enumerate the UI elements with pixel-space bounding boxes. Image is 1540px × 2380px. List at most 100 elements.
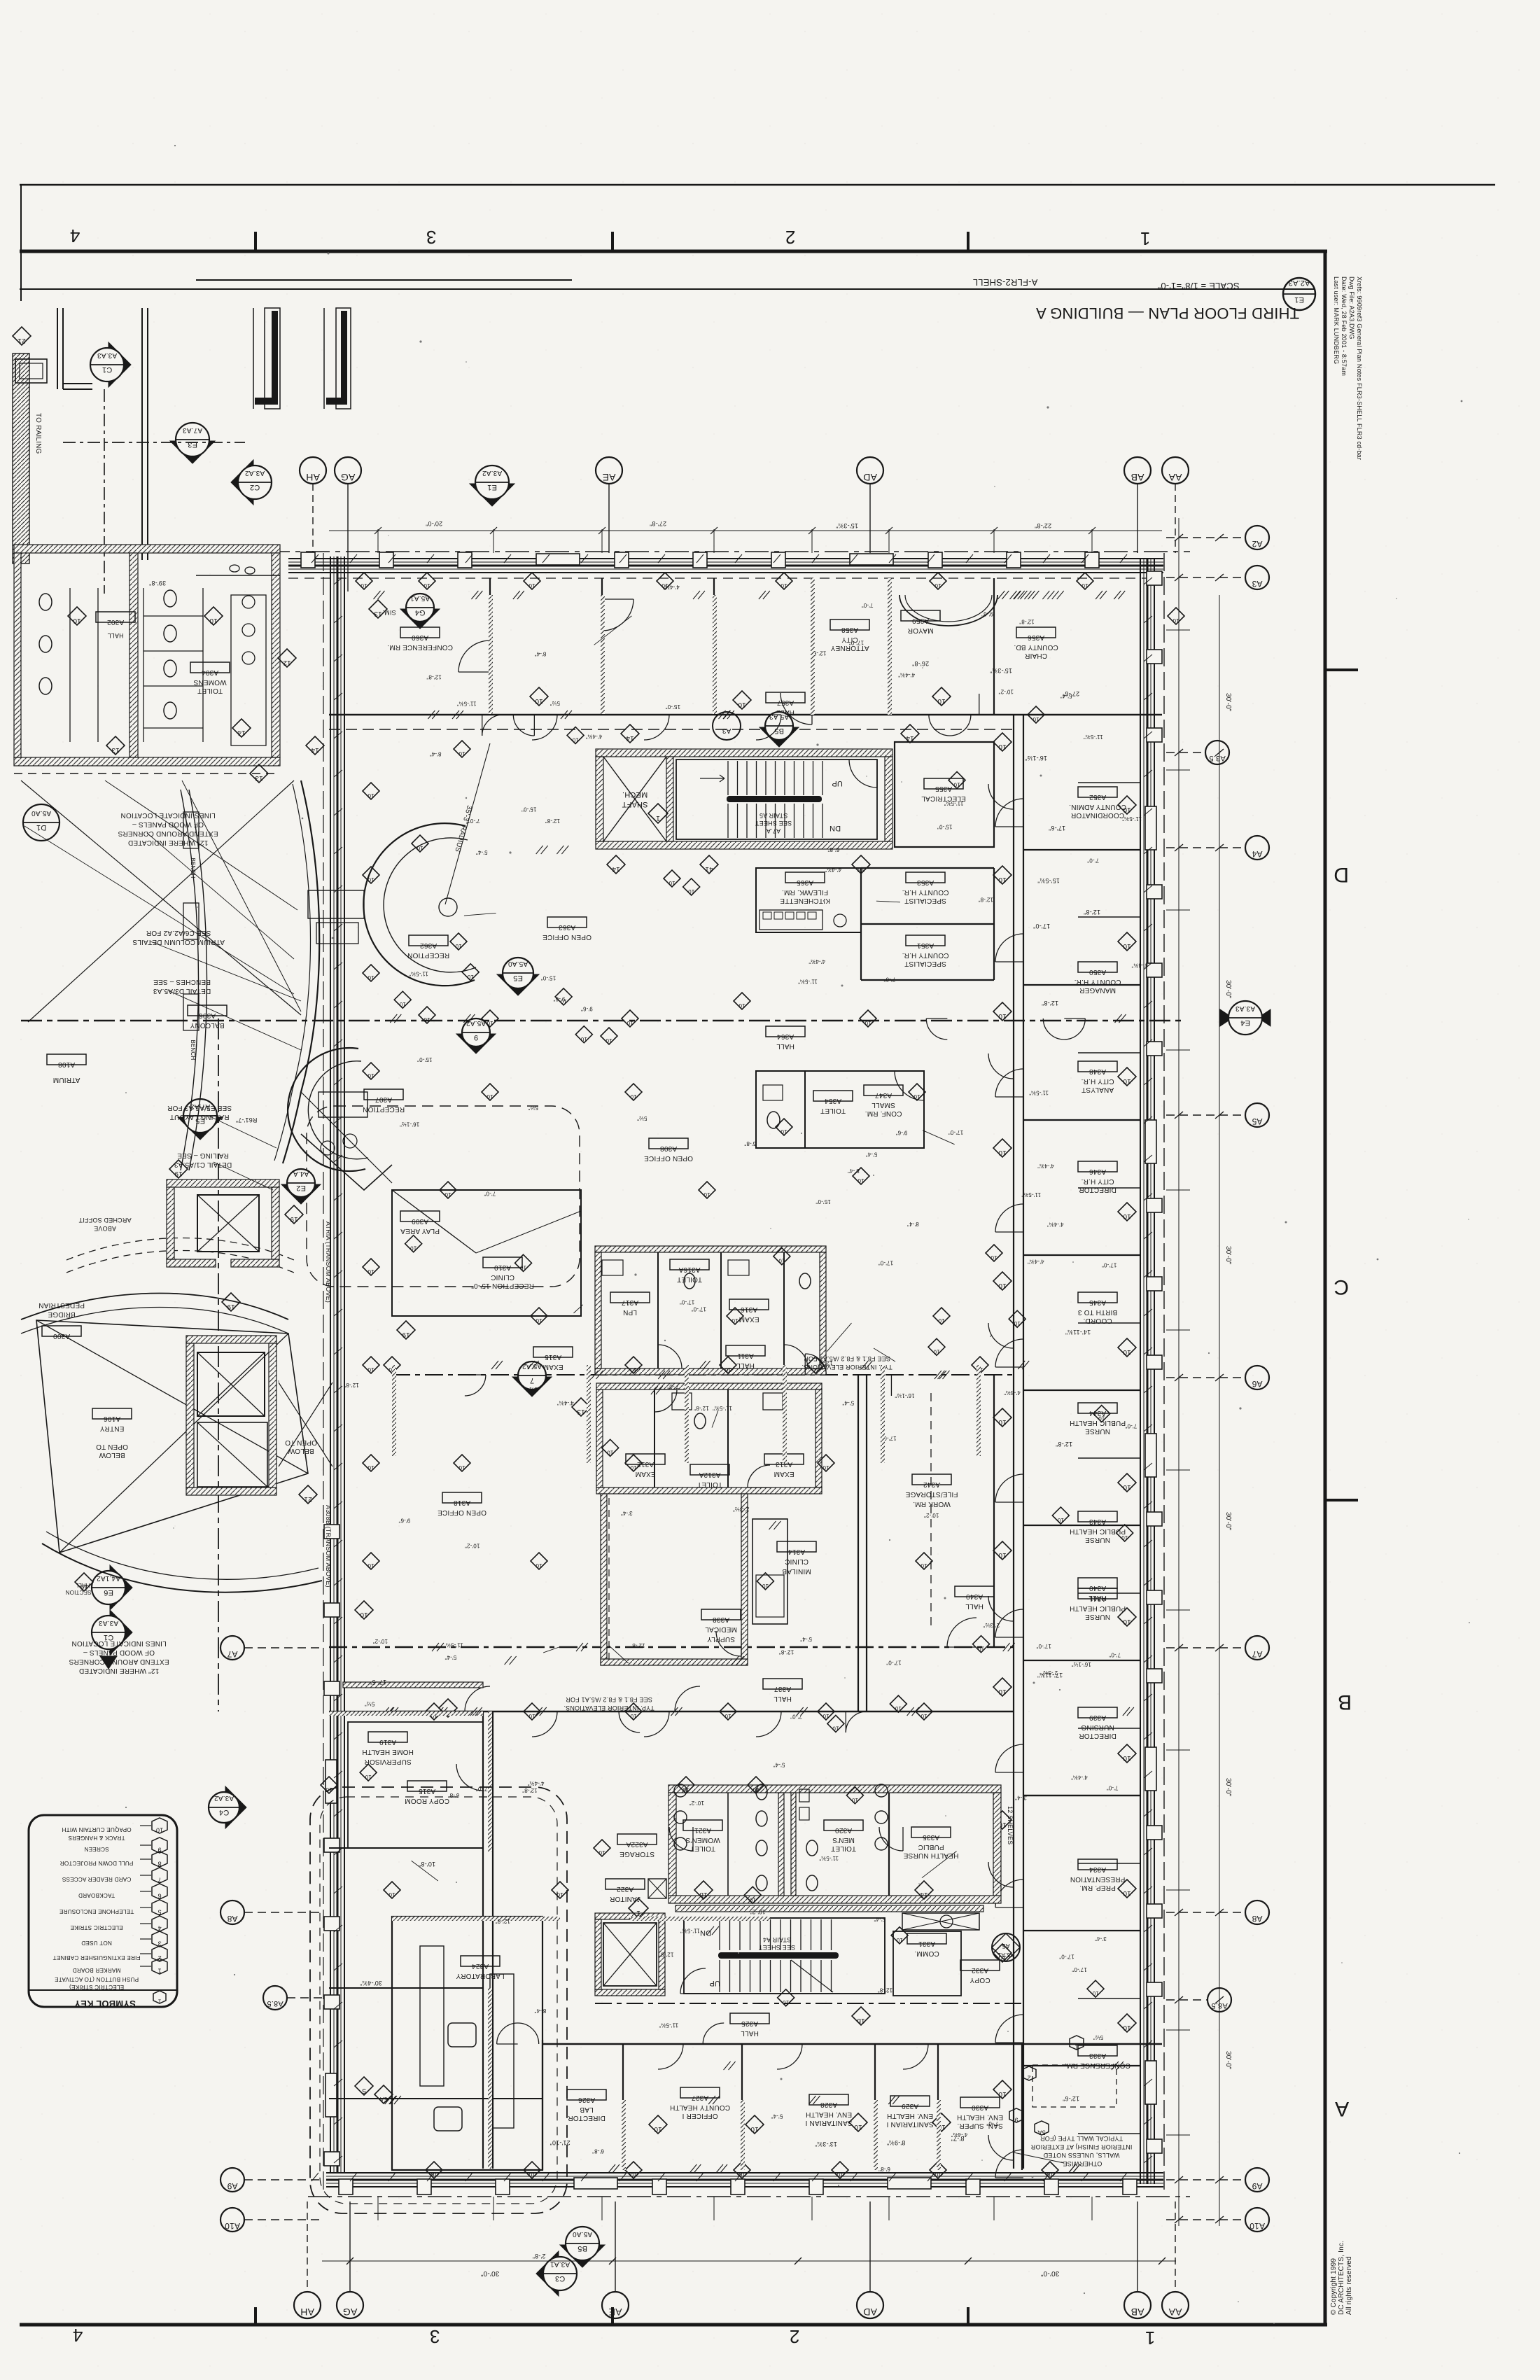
svg-text:8'-9¾": 8'-9¾" (887, 2139, 906, 2146)
svg-text:AE: AE (602, 472, 615, 483)
svg-text:HALL: HALL (774, 1695, 792, 1702)
svg-text:C: C (1334, 1275, 1349, 1298)
svg-text:5½": 5½" (527, 1386, 538, 1392)
svg-text:A339: A339 (1089, 1714, 1106, 1721)
svg-text:9'-6": 9'-6" (398, 1518, 410, 1524)
svg-text:E4: E4 (1240, 1018, 1250, 1027)
svg-text:7'-0": 7'-0" (790, 1714, 802, 1720)
svg-text:9'-6": 9'-6" (553, 995, 565, 1002)
svg-text:OPAQUE CURTAIN WITH: OPAQUE CURTAIN WITH (62, 1826, 131, 1833)
svg-text:10: 10 (998, 1821, 1007, 1828)
svg-text:10: 10 (1123, 942, 1131, 950)
svg-text:A-FLR2-SHELL: A-FLR2-SHELL (973, 277, 1038, 288)
svg-text:A4: A4 (1252, 849, 1262, 859)
svg-text:A338: A338 (713, 1616, 729, 1623)
svg-text:3'-4": 3'-4" (1095, 1935, 1107, 1942)
svg-text:COUNTY ADMIN.: COUNTY ADMIN. (1069, 803, 1126, 811)
svg-text:10: 10 (606, 1037, 612, 1044)
svg-text:4'-4¾": 4'-4¾" (1004, 1390, 1021, 1396)
svg-text:10: 10 (630, 1366, 637, 1373)
svg-text:4'-4¾": 4'-4¾" (557, 1400, 574, 1406)
svg-text:14: 14 (612, 865, 620, 873)
svg-text:NURSING: NURSING (1081, 1723, 1114, 1731)
svg-text:11'-5¾": 11'-5¾" (713, 1405, 732, 1411)
svg-text:17'-0": 17'-0" (881, 1435, 897, 1441)
svg-text:A330: A330 (972, 2104, 988, 2111)
svg-text:10: 10 (399, 1001, 406, 1007)
svg-text:10: 10 (630, 1464, 637, 1471)
svg-text:12'-8": 12'-8" (978, 897, 993, 903)
svg-text:10'-2": 10'-2" (750, 1909, 766, 1915)
svg-text:NOT USED: NOT USED (81, 1940, 112, 1946)
svg-text:A327: A327 (692, 2094, 708, 2101)
svg-text:NURSE: NURSE (1085, 1613, 1110, 1620)
svg-text:AE: AE (608, 2306, 622, 2318)
svg-text:A352: A352 (1089, 793, 1106, 801)
svg-text:A319: A319 (379, 1738, 396, 1746)
svg-text:5'-4": 5'-4" (874, 1916, 886, 1922)
svg-text:15'-0": 15'-0" (816, 1198, 831, 1205)
svg-text:10: 10 (630, 1713, 637, 1719)
svg-text:A306: A306 (199, 1011, 216, 1019)
svg-text:12'-8": 12'-8" (545, 818, 561, 824)
svg-text:10: 10 (1123, 1618, 1131, 1625)
svg-text:CONFERENCE RM.: CONFERENCE RM. (1065, 2062, 1130, 2069)
svg-text:RAILING – SEE: RAILING – SEE (177, 1152, 229, 1159)
svg-text:5: 5 (362, 2087, 366, 2094)
svg-text:14'-11¾": 14'-11¾" (1065, 1329, 1091, 1336)
svg-text:10: 10 (937, 2123, 946, 2131)
svg-text:COORD.: COORD. (1083, 1317, 1112, 1324)
svg-text:6: 6 (158, 1893, 161, 1900)
svg-text:10: 10 (360, 582, 368, 589)
svg-text:3: 3 (158, 1940, 161, 1947)
svg-text:COUNTY H.R.: COUNTY H.R. (1074, 978, 1121, 986)
svg-text:10: 10 (822, 1464, 830, 1471)
svg-text:A10: A10 (225, 2221, 240, 2231)
svg-text:12'-8": 12'-8" (522, 1787, 538, 1793)
svg-text:9'-6": 9'-6" (581, 1006, 593, 1012)
svg-text:9: 9 (158, 1847, 161, 1854)
svg-text:STAIR A4: STAIR A4 (763, 1936, 791, 1943)
svg-text:5½": 5½" (637, 1115, 648, 1121)
svg-text:A3.5: A3.5 (1209, 754, 1225, 762)
svg-text:10: 10 (978, 1646, 985, 1652)
svg-text:OPEN TO: OPEN TO (285, 1438, 317, 1446)
svg-text:A: A (1335, 2097, 1349, 2120)
svg-text:10: 10 (836, 2171, 844, 2178)
svg-text:OTHERWISE.: OTHERWISE. (1061, 2160, 1102, 2167)
svg-text:9: 9 (1014, 2117, 1018, 2124)
svg-text:SPECIALIST: SPECIALIST (904, 960, 946, 967)
svg-text:All rights reserved: All rights reserved (1345, 2256, 1353, 2315)
svg-text:10: 10 (738, 701, 746, 708)
svg-text:4'-4¾": 4'-4¾" (1131, 962, 1148, 968)
svg-text:SEE F8.1 & F8.2 /A5.A1 FOR: SEE F8.1 & F8.2 /A5.A1 FOR (804, 1355, 890, 1362)
svg-text:INTERIOR FINISH) AT EXTERIOR: INTERIOR FINISH) AT EXTERIOR (1030, 2143, 1132, 2150)
svg-text:5'-4": 5'-4" (800, 1636, 812, 1642)
svg-text:12'-8": 12'-8" (811, 650, 827, 657)
svg-text:A348: A348 (1089, 1068, 1106, 1075)
svg-text:14: 14 (237, 729, 246, 736)
svg-text:10'-2": 10'-2" (689, 1800, 704, 1806)
svg-text:1: 1 (1145, 2328, 1156, 2348)
svg-text:G4: G4 (414, 608, 425, 617)
svg-text:12'-8": 12'-8" (659, 1952, 674, 1958)
svg-text:AA: AA (1168, 472, 1182, 483)
svg-text:A363: A363 (559, 923, 575, 931)
svg-text:9: 9 (474, 1033, 478, 1042)
svg-text:10: 10 (762, 1583, 769, 1589)
svg-text:C1: C1 (104, 1633, 113, 1642)
svg-text:COUNTY H.R.: COUNTY H.R. (902, 951, 948, 959)
svg-text:A334: A334 (1089, 1865, 1106, 1873)
svg-text:SEE C6/A2.A2 FOR: SEE C6/A2.A2 FOR (146, 929, 211, 937)
svg-text:10: 10 (1123, 1889, 1131, 1897)
svg-text:FIRE EXTINGUISHER CABINET: FIRE EXTINGUISHER CABINET (52, 1954, 140, 1961)
svg-text:1: 1 (1074, 2044, 1078, 2051)
svg-text:A7: A7 (1252, 1649, 1262, 1659)
svg-text:A342: A342 (923, 1480, 940, 1488)
svg-text:LABORATORY: LABORATORY (456, 1972, 504, 1980)
svg-text:10: 10 (662, 582, 668, 589)
svg-text:EXTEND AROUND CORNERS: EXTEND AROUND CORNERS (69, 1658, 169, 1665)
svg-text:Dwg File: A2A3.DWG: Dwg File: A2A3.DWG (1348, 276, 1355, 340)
svg-text:A331: A331 (918, 1940, 935, 1947)
svg-text:7'-0": 7'-0" (484, 1190, 496, 1196)
